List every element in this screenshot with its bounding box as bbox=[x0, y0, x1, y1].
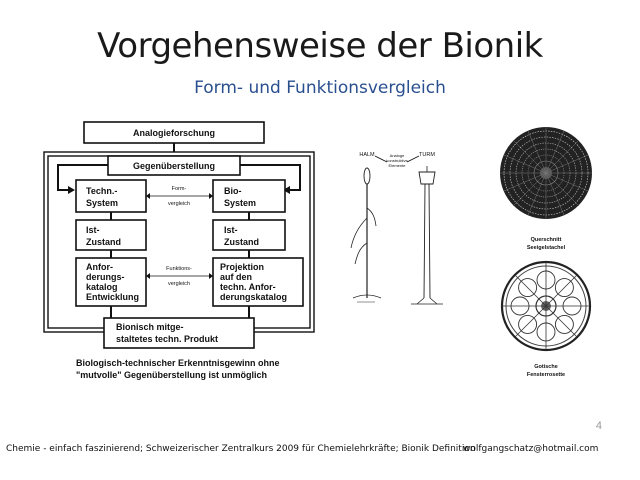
sea-urchin-figure: Querschnitt Seeigelstachel bbox=[500, 127, 592, 251]
halm-label: HALM bbox=[359, 152, 375, 158]
gegenueberstellung-label: Gegenüberstellung bbox=[133, 161, 215, 171]
slide-subtitle: Form- und Funktionsvergleich bbox=[194, 78, 446, 98]
techn-system-line2: System bbox=[86, 198, 118, 208]
techn-system-line1: Techn.- bbox=[86, 186, 117, 196]
rose-window-figure: Gotische Fensterrosette bbox=[500, 260, 592, 378]
grass-stalk-drawing bbox=[350, 167, 382, 303]
ist-zustand-right-box bbox=[212, 219, 286, 251]
bio-system-line2: System bbox=[224, 198, 256, 208]
anforderungskatalog-line1: Anfor- bbox=[86, 262, 113, 272]
ist-zustand-left-line1: Ist- bbox=[86, 225, 100, 235]
projektion-line2: auf den bbox=[220, 272, 252, 282]
slide-title: Vorgehensweise der Bionik bbox=[97, 26, 543, 66]
halm-turm-figure: HALM TURM Analoge konstruktive Elemente bbox=[350, 152, 443, 305]
sea-urchin-cross-section-image bbox=[500, 127, 592, 219]
footer-text: Chemie - einfach faszinierend; Schweizer… bbox=[6, 444, 476, 454]
projektion-line4: derungskatalog bbox=[220, 292, 287, 302]
projektion-box bbox=[212, 257, 304, 307]
funktionsvergleich-line1: Funktions- bbox=[166, 266, 192, 272]
analoge-elemente-line3: Elemente bbox=[389, 163, 407, 168]
funktionsvergleich-line2: vergleich bbox=[168, 281, 190, 287]
rose-window-caption-line1: Gotische bbox=[534, 364, 558, 370]
analoge-elemente-line1: Analoge bbox=[390, 153, 405, 158]
footer-email: wolfgangschatz@hotmail.com bbox=[463, 444, 599, 454]
anforderungskatalog-line3: katalog bbox=[86, 282, 118, 292]
result-box bbox=[103, 317, 255, 349]
sea-urchin-caption-line2: Seeigelstachel bbox=[527, 245, 566, 251]
anforderungskatalog-box bbox=[75, 257, 147, 307]
ist-zustand-left-line2: Zustand bbox=[86, 237, 121, 247]
result-line1: Bionisch mitge- bbox=[116, 322, 184, 332]
projektion-line1: Projektion bbox=[220, 262, 264, 272]
turm-label: TURM bbox=[419, 152, 435, 158]
rose-window-caption-line2: Fensterrosette bbox=[527, 372, 565, 378]
analoge-elemente-line2: konstruktive bbox=[386, 158, 408, 163]
gothic-rose-window-image bbox=[500, 260, 592, 352]
page-number: 4 bbox=[595, 420, 602, 432]
formvergleich-line1: Form- bbox=[172, 186, 187, 192]
techn-system-box bbox=[75, 179, 147, 213]
analogieforschung-label: Analogieforschung bbox=[133, 128, 215, 138]
flowchart-caption-line1: Biologisch-technischer Erkenntnisgewinn … bbox=[76, 358, 280, 368]
bio-system-line1: Bio- bbox=[224, 186, 242, 196]
bionik-flowchart: Analogieforschung Gegenüberstellung Tech… bbox=[43, 121, 315, 380]
anforderungskatalog-line4: Entwicklung bbox=[86, 292, 139, 302]
ist-zustand-right-line2: Zustand bbox=[224, 237, 259, 247]
anforderungskatalog-line2: derungs- bbox=[86, 272, 125, 282]
flowchart-caption-line2: "mutvolle" Gegenüberstellung ist unmögli… bbox=[76, 370, 267, 380]
projektion-line3: techn. Anfor- bbox=[220, 282, 276, 292]
formvergleich-line2: vergleich bbox=[168, 201, 190, 207]
result-line2: staltetes techn. Produkt bbox=[116, 334, 218, 344]
tower-drawing bbox=[411, 166, 443, 305]
ist-zustand-right-line1: Ist- bbox=[224, 225, 238, 235]
sea-urchin-caption-line1: Querschnitt bbox=[531, 237, 562, 243]
